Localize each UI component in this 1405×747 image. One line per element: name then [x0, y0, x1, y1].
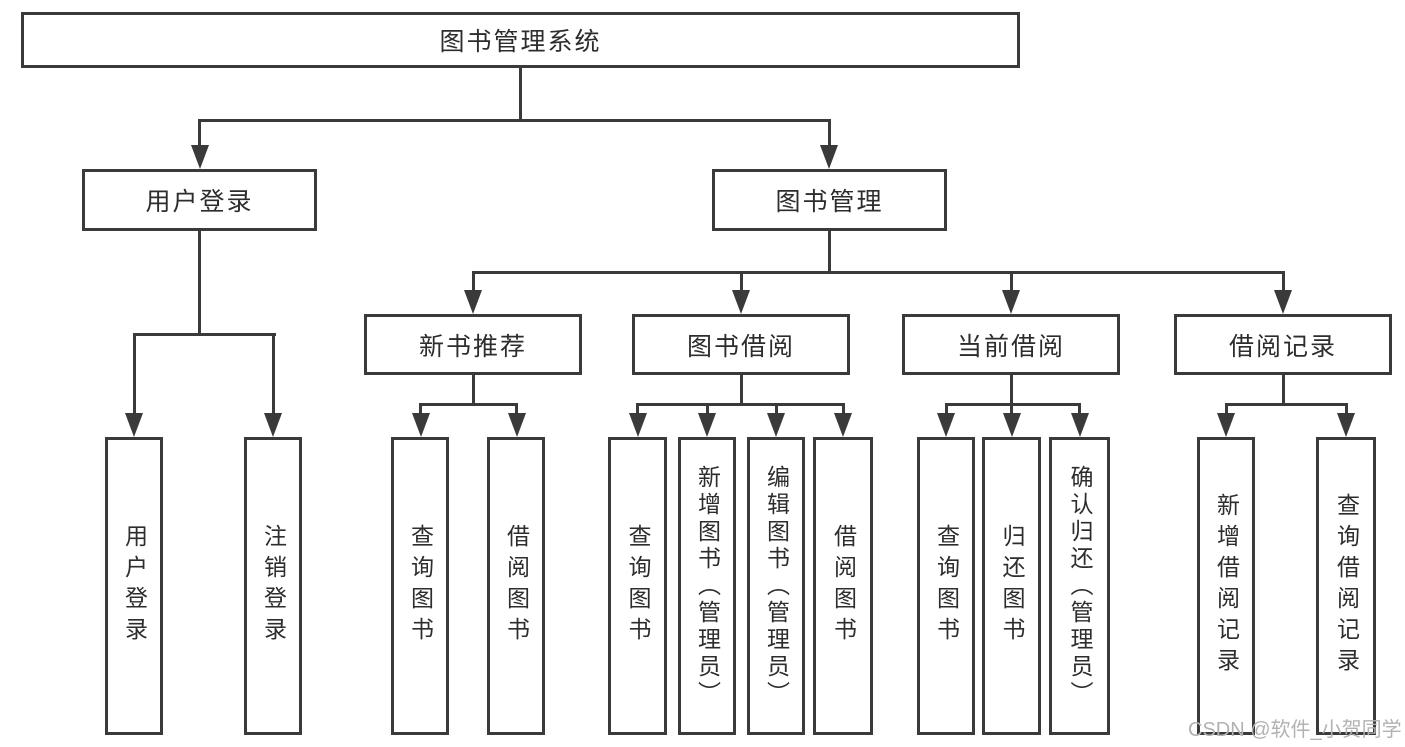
connector-to-user-login-leaf	[133, 333, 136, 415]
connector-book-management-stem	[828, 231, 831, 272]
leaf-records-add-record-label: 新增借阅记录	[1213, 493, 1240, 679]
leaf-newbooks-borrow-books: 借阅图书	[487, 437, 545, 735]
box-borrowing-records-label: 借阅记录	[1228, 332, 1337, 361]
leaf-records-add-record: 新增借阅记录	[1197, 437, 1255, 735]
leaf-current-return-books-label: 归还图书	[999, 524, 1025, 648]
leaf-borrowing-add-books-admin: 新增图书（管理员）	[678, 437, 736, 735]
arrowhead-down-icon	[264, 413, 282, 437]
box-book-management-branch: 图书管理	[712, 169, 947, 231]
leaf-logout-label: 注销登录	[260, 524, 287, 648]
connector-leaf-stem	[419, 403, 422, 415]
connector-to-borrowing-records	[1282, 271, 1285, 292]
connector-current-borrowing-stem	[1010, 375, 1013, 405]
arrowhead-down-icon	[937, 413, 955, 437]
box-user-login-branch: 用户登录	[82, 169, 317, 231]
box-library-management-system: 图书管理系统	[21, 12, 1020, 68]
connector-leaf-stem	[706, 403, 709, 415]
arrowhead-down-icon	[1002, 290, 1020, 314]
connector-root-stem	[519, 68, 522, 121]
connector-current-borrowing-split	[945, 403, 1081, 406]
box-user-login-branch-label: 用户登录	[145, 188, 254, 216]
box-book-borrowing: 图书借阅	[632, 314, 850, 375]
connector-to-user-login	[198, 119, 201, 147]
box-new-book-recommend: 新书推荐	[364, 314, 582, 375]
leaf-newbooks-query-books-label: 查询图书	[407, 524, 434, 648]
leaf-logout: 注销登录	[244, 437, 302, 735]
connector-leaf-stem	[1345, 403, 1348, 415]
connector-book-borrowing-split	[636, 403, 845, 406]
box-book-management-branch-label: 图书管理	[775, 188, 884, 216]
box-library-management-system-label: 图书管理系统	[439, 28, 602, 56]
leaf-borrowing-add-books-admin-label: 新增图书（管理员）	[694, 464, 721, 708]
arrowhead-down-icon	[834, 413, 852, 437]
arrowhead-down-icon	[412, 413, 430, 437]
connector-to-book-management	[828, 119, 831, 147]
connector-to-logout-leaf	[272, 333, 275, 415]
connector-leaf-stem	[1225, 403, 1228, 415]
arrowhead-down-icon	[1337, 413, 1355, 437]
arrowhead-down-icon	[698, 413, 716, 437]
arrowhead-down-icon	[191, 145, 209, 169]
leaf-borrowing-query-books: 查询图书	[608, 437, 667, 735]
connector-borrowing-records-stem	[1282, 375, 1285, 405]
connector-book-management-split	[472, 271, 1285, 274]
leaf-borrowing-edit-books-admin-label: 编辑图书（管理员）	[763, 464, 790, 708]
connector-leaf-stem	[1078, 403, 1081, 415]
leaf-records-query-record-label: 查询借阅记录	[1333, 493, 1360, 679]
connector-borrowing-records-split	[1225, 403, 1348, 406]
arrowhead-down-icon	[464, 290, 482, 314]
connector-leaf-stem	[515, 403, 518, 415]
leaf-current-query-books: 查询图书	[917, 437, 975, 735]
leaf-newbooks-borrow-books-label: 借阅图书	[503, 524, 530, 648]
connector-leaf-stem	[1010, 403, 1013, 415]
connector-new-book-recommend-stem	[472, 375, 475, 405]
arrowhead-down-icon	[1217, 413, 1235, 437]
connector-leaf-stem	[775, 403, 778, 415]
arrowhead-down-icon	[508, 413, 526, 437]
box-current-borrowing: 当前借阅	[902, 314, 1120, 375]
arrowhead-down-icon	[820, 145, 838, 169]
leaf-records-query-record: 查询借阅记录	[1316, 437, 1376, 735]
connector-new-book-recommend-split	[419, 403, 518, 406]
connector-to-new-book-recommend	[472, 271, 475, 292]
box-borrowing-records: 借阅记录	[1174, 314, 1392, 375]
leaf-borrowing-borrow-books: 借阅图书	[813, 437, 873, 735]
arrowhead-down-icon	[1003, 413, 1021, 437]
leaf-borrowing-query-books-label: 查询图书	[625, 524, 651, 648]
leaf-newbooks-query-books: 查询图书	[391, 437, 449, 735]
connector-book-borrowing-stem	[740, 375, 743, 405]
csdn-watermark: CSDN @软件_小贺同学	[1188, 719, 1402, 741]
leaf-user-login-label: 用户登录	[121, 524, 148, 648]
box-current-borrowing-label: 当前借阅	[956, 332, 1065, 361]
connector-user-login-stem	[198, 231, 201, 334]
connector-user-login-split	[133, 333, 276, 336]
connector-leaf-stem	[842, 403, 845, 415]
leaf-current-query-books-label: 查询图书	[933, 524, 960, 648]
leaf-user-login: 用户登录	[105, 437, 163, 735]
box-new-book-recommend-label: 新书推荐	[418, 332, 527, 361]
connector-root-split	[198, 119, 831, 122]
arrowhead-down-icon	[1274, 290, 1292, 314]
arrowhead-down-icon	[1071, 413, 1089, 437]
connector-to-current-borrowing	[1010, 271, 1013, 292]
arrowhead-down-icon	[732, 290, 750, 314]
leaf-current-confirm-return-admin: 确认归还（管理员）	[1049, 437, 1110, 735]
box-book-borrowing-label: 图书借阅	[686, 332, 795, 361]
connector-to-book-borrowing	[740, 271, 743, 292]
leaf-current-confirm-return-admin-label: 确认归还（管理员）	[1067, 464, 1093, 708]
arrowhead-down-icon	[629, 413, 647, 437]
connector-leaf-stem	[636, 403, 639, 415]
arrowhead-down-icon	[125, 413, 143, 437]
leaf-current-return-books: 归还图书	[982, 437, 1041, 735]
connector-leaf-stem	[945, 403, 948, 415]
leaf-borrowing-borrow-books-label: 借阅图书	[830, 524, 857, 648]
arrowhead-down-icon	[767, 413, 785, 437]
leaf-borrowing-edit-books-admin: 编辑图书（管理员）	[747, 437, 805, 735]
